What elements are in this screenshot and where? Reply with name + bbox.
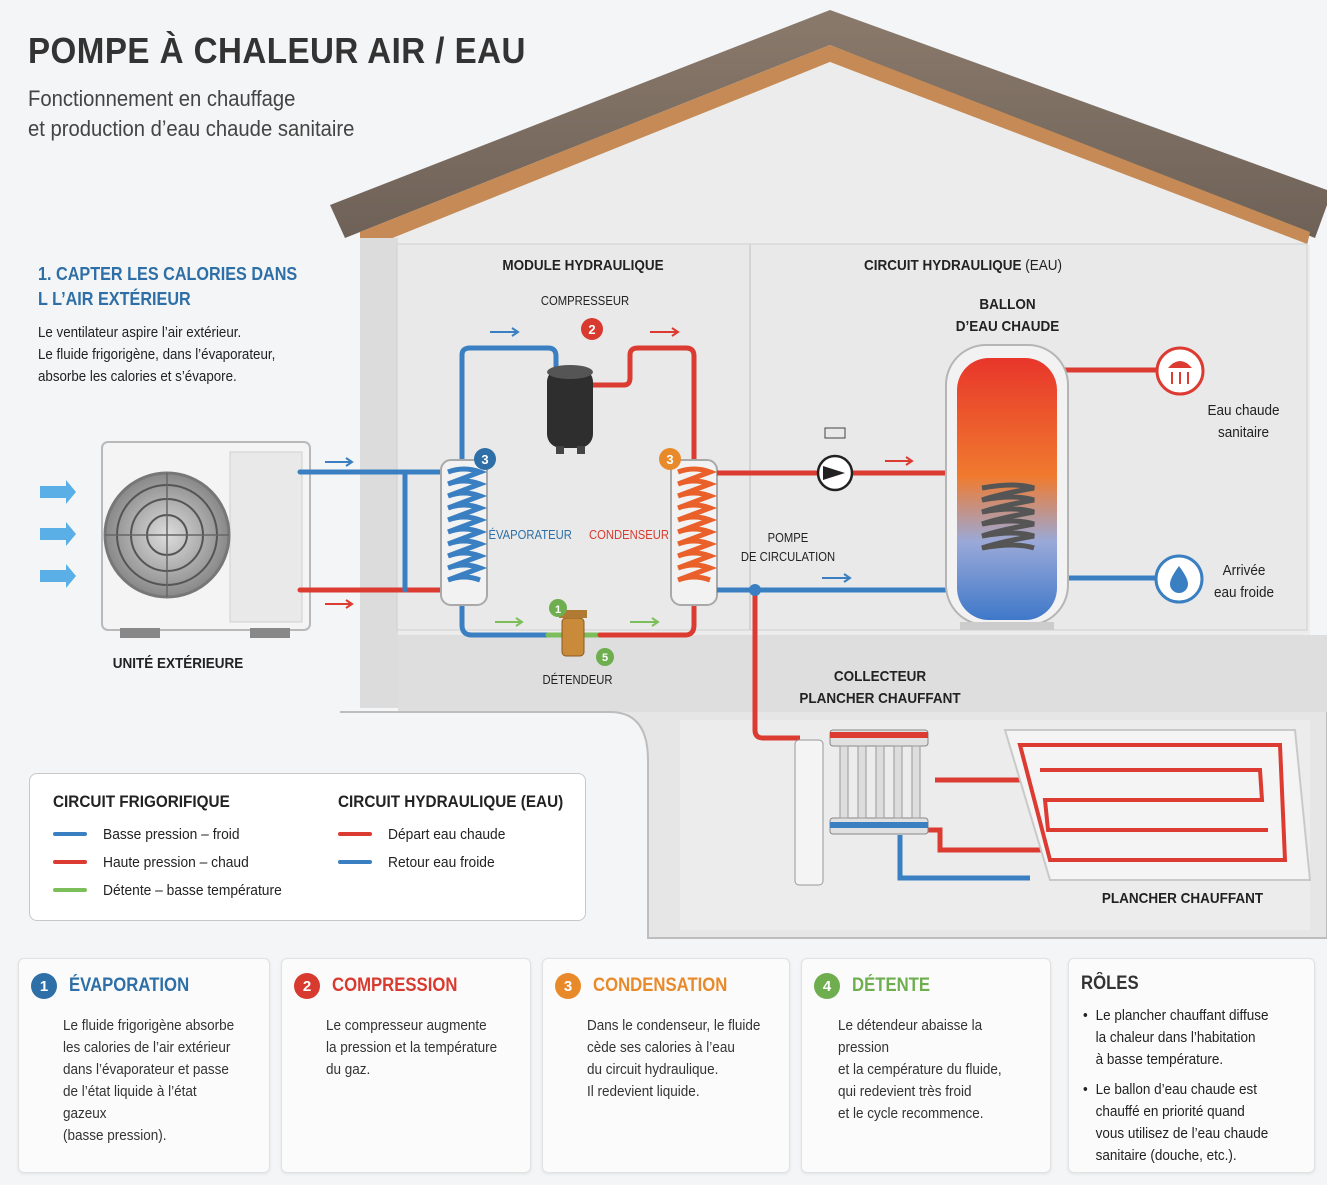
step-number: 1 <box>31 973 57 999</box>
legend-item-label: Détente – basse température <box>103 881 282 899</box>
step-title: COMPRESSION <box>332 975 458 996</box>
svg-text:5: 5 <box>602 652 608 664</box>
step-card-header: 1 ÉVAPORATION <box>31 973 206 999</box>
legend-swatch-blue <box>53 832 87 836</box>
hot-water-label: Eau chaude sanitaire <box>1207 402 1280 441</box>
floor-heating-label: PLANCHER CHAUFFANT <box>1101 890 1264 907</box>
step-text: Le compresseur augmente la pression et l… <box>326 1017 498 1078</box>
step-number: 3 <box>555 973 581 999</box>
shower-icon <box>1155 346 1205 396</box>
legend-frigorifique: CIRCUIT FRIGORIFIQUE Basse pression – fr… <box>53 792 297 904</box>
module-label: MODULE HYDRAULIQUE <box>502 257 664 274</box>
page-subtitle: Fonctionnement en chauffage et productio… <box>28 86 355 141</box>
condenser <box>670 459 718 606</box>
step-title: ÉVAPORATION <box>69 975 190 996</box>
step-marker-2: 2 <box>581 318 603 340</box>
roles-item: Le ballon d’eau chaude est chauffé en pr… <box>1083 1079 1286 1167</box>
evaporator-label: ÉVAPORATEUR <box>488 528 572 542</box>
legend-item-label: Haute pression – chaud <box>103 853 249 871</box>
step-marker-1-detendeur: 1 <box>549 599 567 617</box>
svg-text:2: 2 <box>588 322 595 337</box>
legend-swatch-green <box>53 888 87 892</box>
legend-item-label: Départ eau chaude <box>388 825 506 843</box>
legend-swatch-blue <box>338 860 372 864</box>
circulation-pump-icon <box>816 427 854 492</box>
legend-item: Haute pression – chaud <box>53 848 297 876</box>
refrigerant-lines <box>297 345 697 638</box>
step-number: 2 <box>294 973 320 999</box>
legend-item-label: Retour eau froide <box>388 853 495 871</box>
legend-item: Basse pression – froid <box>53 820 297 848</box>
compressor <box>547 365 593 454</box>
roles-card: RÔLES Le plancher chauffant diffuse la c… <box>1068 958 1315 1173</box>
legend-item-label: Basse pression – froid <box>103 825 240 843</box>
legend-swatch-red <box>53 860 87 864</box>
step-card-evaporation: 1 ÉVAPORATION Le fluide frigorigène abso… <box>18 958 270 1173</box>
step-card-header: 2 COMPRESSION <box>294 973 475 999</box>
roles-header: RÔLES <box>1081 973 1146 995</box>
legend-hydraulique: CIRCUIT HYDRAULIQUE (EAU) Départ eau cha… <box>338 792 588 876</box>
roles-item: Le plancher chauffant diffuse la chaleur… <box>1083 1005 1286 1071</box>
tank-label: BALLON D’EAU CHAUDE <box>955 296 1060 335</box>
legend-box: CIRCUIT FRIGORIFIQUE Basse pression – fr… <box>29 773 586 921</box>
cold-water-label: Arrivée eau froide <box>1213 562 1275 601</box>
roles-title: RÔLES <box>1081 973 1139 994</box>
heat-pump-diagram: 2 3 3 1 5 <box>40 10 1327 939</box>
legend-hydraulique-title: CIRCUIT HYDRAULIQUE (EAU) <box>338 792 564 811</box>
flow-arrows <box>325 327 914 627</box>
svg-text:1: 1 <box>555 604 561 616</box>
step-number: 4 <box>814 973 840 999</box>
capter-text: Le ventilateur aspire l’air extérieur. L… <box>38 325 276 385</box>
step-card-header: 4 DÉTENTE <box>814 973 941 999</box>
page-title: POMPE À CHALEUR AIR / EAU <box>28 30 526 71</box>
hot-water-tank <box>945 344 1069 630</box>
legend-frigorifique-title: CIRCUIT FRIGORIFIQUE <box>53 792 230 811</box>
step-card-condensation: 3 CONDENSATION Dans le condenseur, le fl… <box>542 958 790 1173</box>
svg-text:3: 3 <box>666 452 673 467</box>
step-marker-5: 5 <box>596 648 614 666</box>
step-text: Le détendeur abaisse la pression et la c… <box>838 1017 1002 1122</box>
step-text: Dans le condenseur, le fluide cède ses c… <box>587 1017 761 1100</box>
pump-label: POMPE DE CIRCULATION <box>740 531 836 564</box>
legend-item: Départ eau chaude <box>338 820 588 848</box>
evaporator <box>440 459 488 606</box>
step-marker-3-condenser: 3 <box>659 448 681 470</box>
circuit-label: CIRCUIT HYDRAULIQUE (EAU) <box>863 257 1062 274</box>
floor-heating <box>1003 729 1312 881</box>
legend-item: Détente – basse température <box>53 876 297 904</box>
step-card-compression: 2 COMPRESSION Le compresseur augmente la… <box>281 958 531 1173</box>
roof <box>330 10 1327 255</box>
step-title: DÉTENTE <box>852 975 931 996</box>
condenser-label: CONDENSEUR <box>588 528 670 542</box>
capter-section: 1. CAPTER LES CALORIES DANS L L’AIR EXTÉ… <box>38 262 328 388</box>
step-text: Le fluide frigorigène absorbe les calori… <box>63 1017 235 1144</box>
svg-text:3: 3 <box>481 452 488 467</box>
step-marker-3-evaporator: 3 <box>474 448 496 470</box>
expansion-valve <box>559 610 587 657</box>
capter-heading: 1. CAPTER LES CALORIES DANS L L’AIR EXTÉ… <box>38 264 298 309</box>
outdoor-unit <box>101 441 311 638</box>
step-title: CONDENSATION <box>593 975 728 996</box>
manifold <box>794 729 929 886</box>
air-arrows <box>40 480 76 588</box>
legend-item: Retour eau froide <box>338 848 588 876</box>
outdoor-unit-label: UNITÉ EXTÉRIEURE <box>112 655 244 672</box>
compressor-label: COMPRESSEUR <box>540 294 630 308</box>
step-card-header: 3 CONDENSATION <box>555 973 746 999</box>
collector-label: COLLECTEUR PLANCHER CHAUFFANT <box>799 668 961 707</box>
legend-swatch-red <box>338 832 372 836</box>
roles-list: Le plancher chauffant diffuse la chaleur… <box>1083 1005 1308 1175</box>
detendeur-label: DÉTENDEUR <box>542 673 613 687</box>
junction <box>749 584 761 596</box>
water-drop-icon <box>1154 554 1204 604</box>
step-card-detente: 4 DÉTENTE Le détendeur abaisse la pressi… <box>801 958 1051 1173</box>
